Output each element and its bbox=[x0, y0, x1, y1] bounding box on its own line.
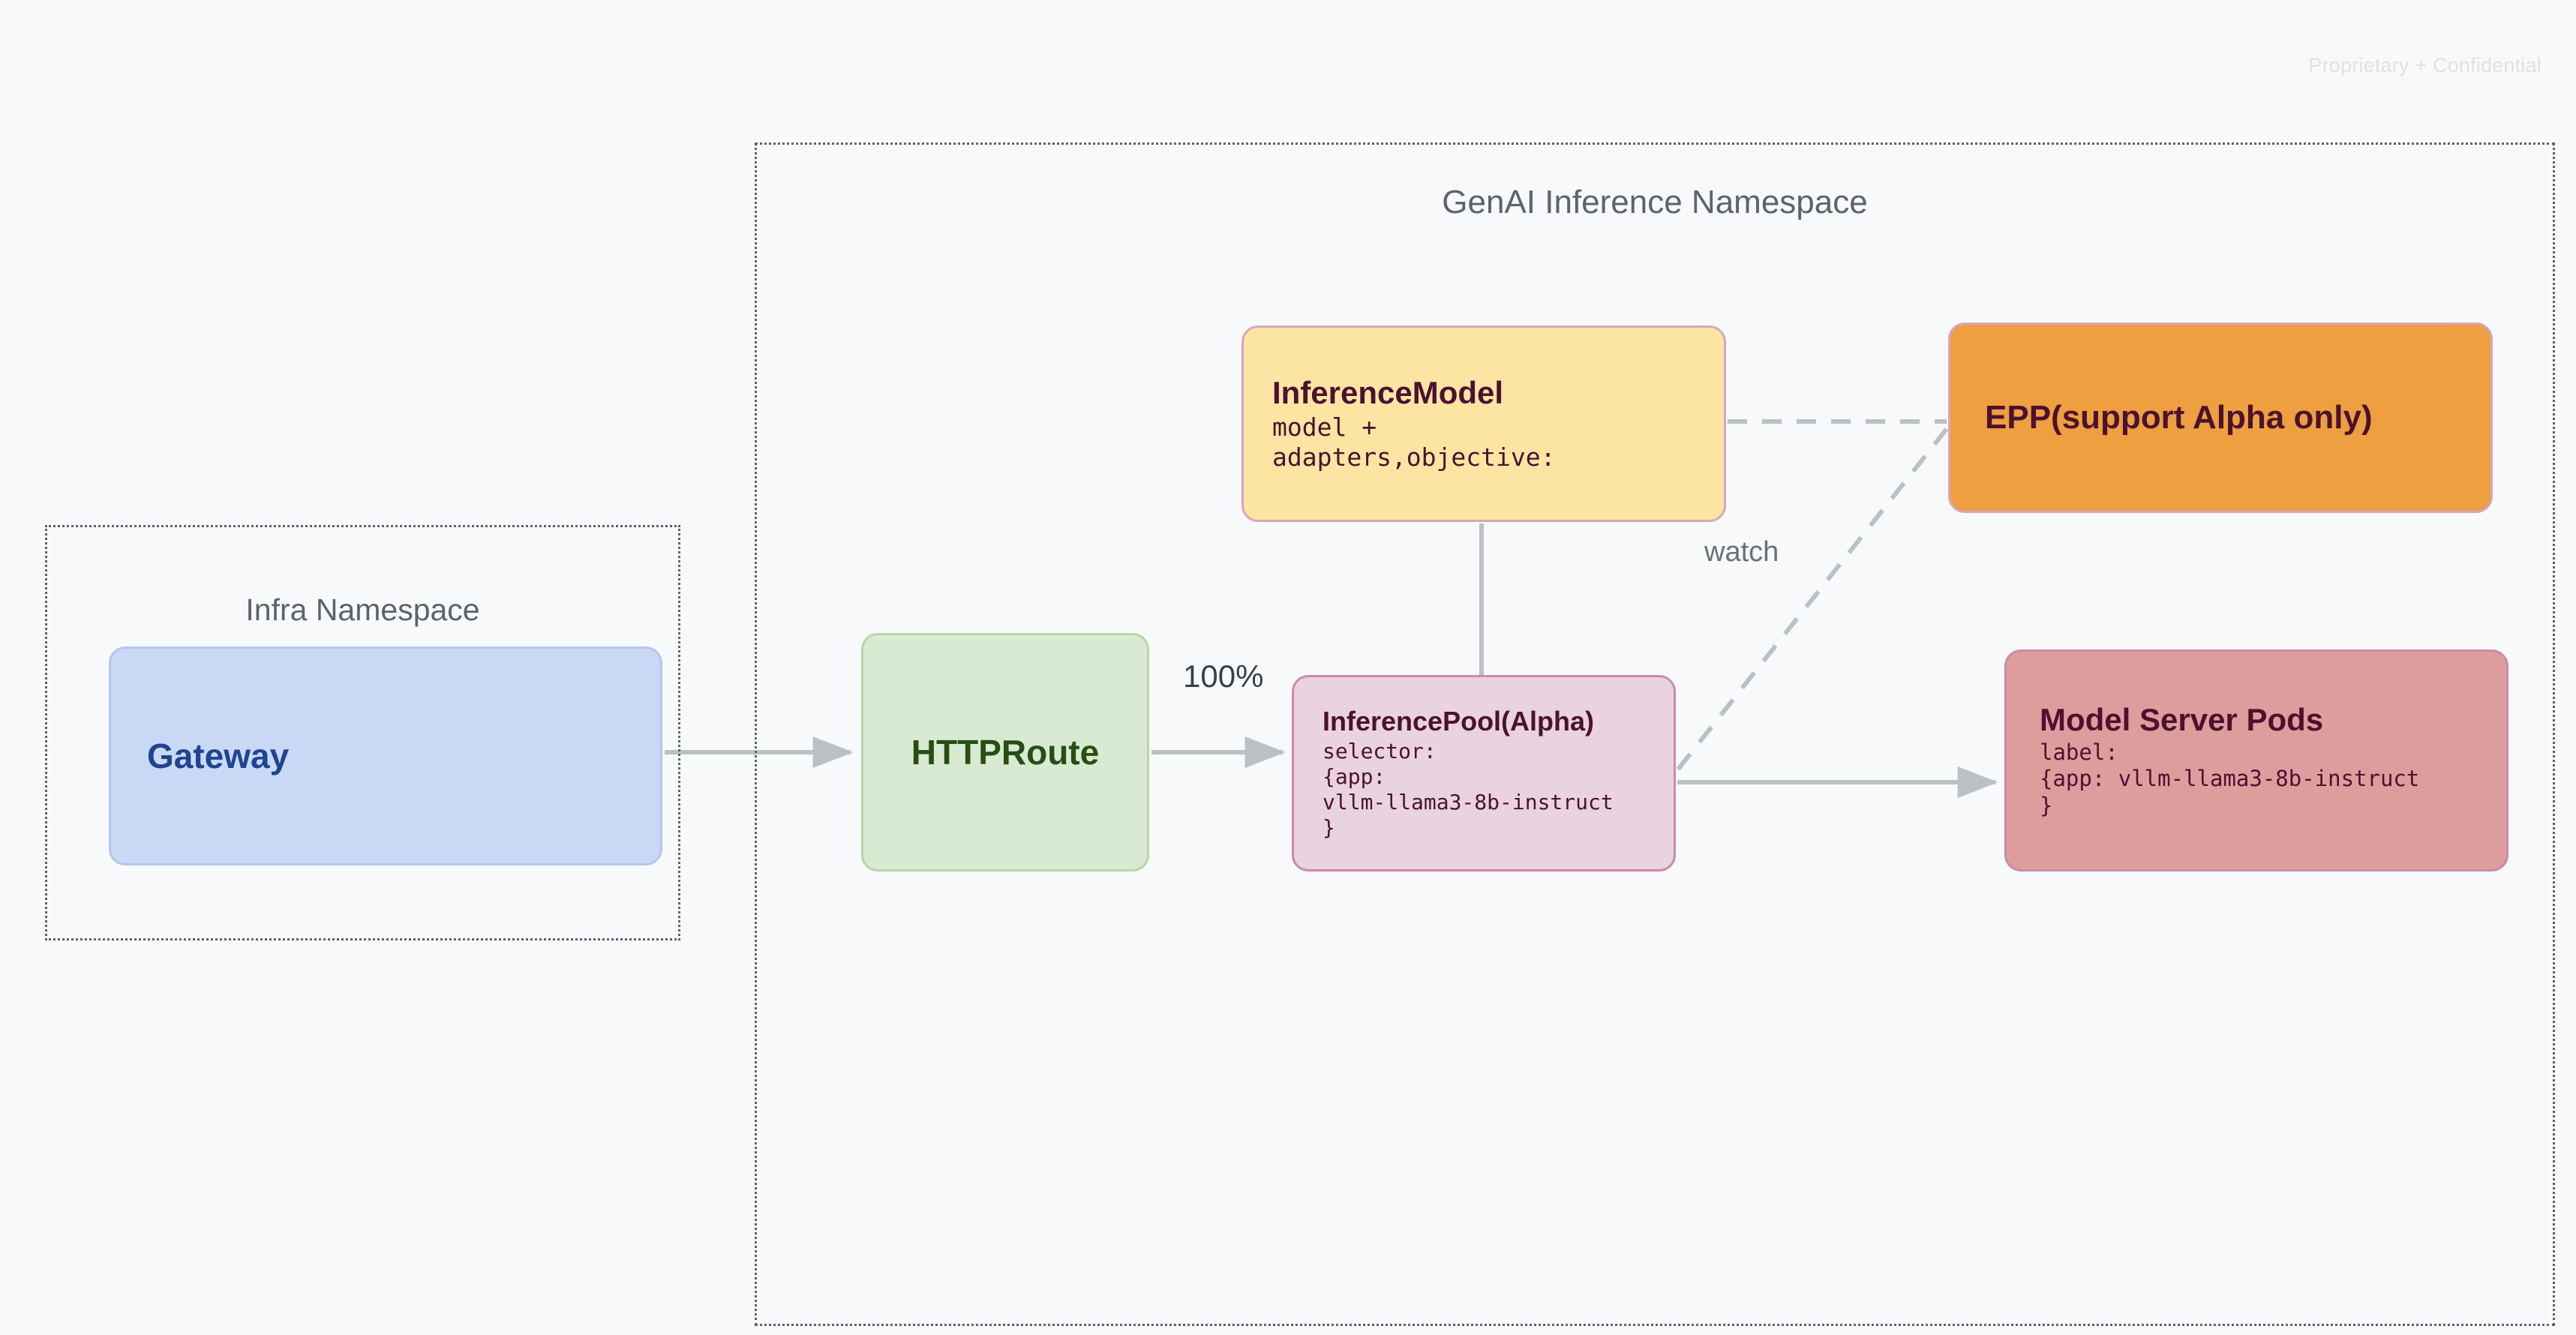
node-inferencepool-line-2: vllm-llama3-8b-instruct bbox=[1323, 790, 1614, 814]
node-inferencepool-line-0: selector: bbox=[1323, 738, 1437, 764]
node-epp[interactable]: EPP(support Alpha only) bbox=[1948, 322, 2493, 513]
node-model-server-pods[interactable]: Model Server Pods label: {app: vllm-llam… bbox=[2004, 650, 2508, 872]
watermark-label: Proprietary + Confidential bbox=[2308, 54, 2541, 76]
namespace-infra-title: Infra Namespace bbox=[245, 592, 480, 627]
node-gateway-title: Gateway bbox=[147, 736, 290, 776]
edge-label-watch: watch bbox=[1704, 536, 1779, 568]
node-model-server-pods-line-1: {app: vllm-llama3-8b-instruct bbox=[2040, 766, 2420, 792]
node-inferencepool-title: InferencePool(Alpha) bbox=[1323, 705, 1595, 736]
node-httproute[interactable]: HTTPRoute bbox=[861, 633, 1149, 872]
node-httproute-title: HTTPRoute bbox=[911, 733, 1100, 772]
namespace-infra: Infra Namespace bbox=[45, 525, 680, 940]
node-inferencemodel-line-1: adapters,objective: bbox=[1272, 442, 1556, 472]
node-model-server-pods-title: Model Server Pods bbox=[2040, 701, 2324, 737]
node-inferencepool-line-1: {app: bbox=[1323, 764, 1386, 789]
node-inferencepool[interactable]: InferencePool(Alpha) selector: {app: vll… bbox=[1292, 675, 1676, 872]
node-gateway[interactable]: Gateway bbox=[109, 646, 662, 866]
node-inferencemodel-line-0: model + bbox=[1272, 412, 1377, 442]
node-inferencemodel[interactable]: InferenceModel model + adapters,objectiv… bbox=[1241, 326, 1726, 522]
node-model-server-pods-line-2: } bbox=[2040, 792, 2053, 818]
namespace-genai-title: GenAI Inference Namespace bbox=[1442, 184, 1868, 220]
edge-label-traffic-weight: 100% bbox=[1183, 658, 1264, 694]
node-model-server-pods-line-0: label: bbox=[2040, 739, 2118, 765]
node-epp-title: EPP(support Alpha only) bbox=[1985, 399, 2373, 436]
namespace-genai: GenAI Inference Namespace bbox=[755, 142, 2555, 1326]
node-inferencepool-line-3: } bbox=[1323, 815, 1335, 841]
node-inferencemodel-title: InferenceModel bbox=[1272, 374, 1504, 410]
